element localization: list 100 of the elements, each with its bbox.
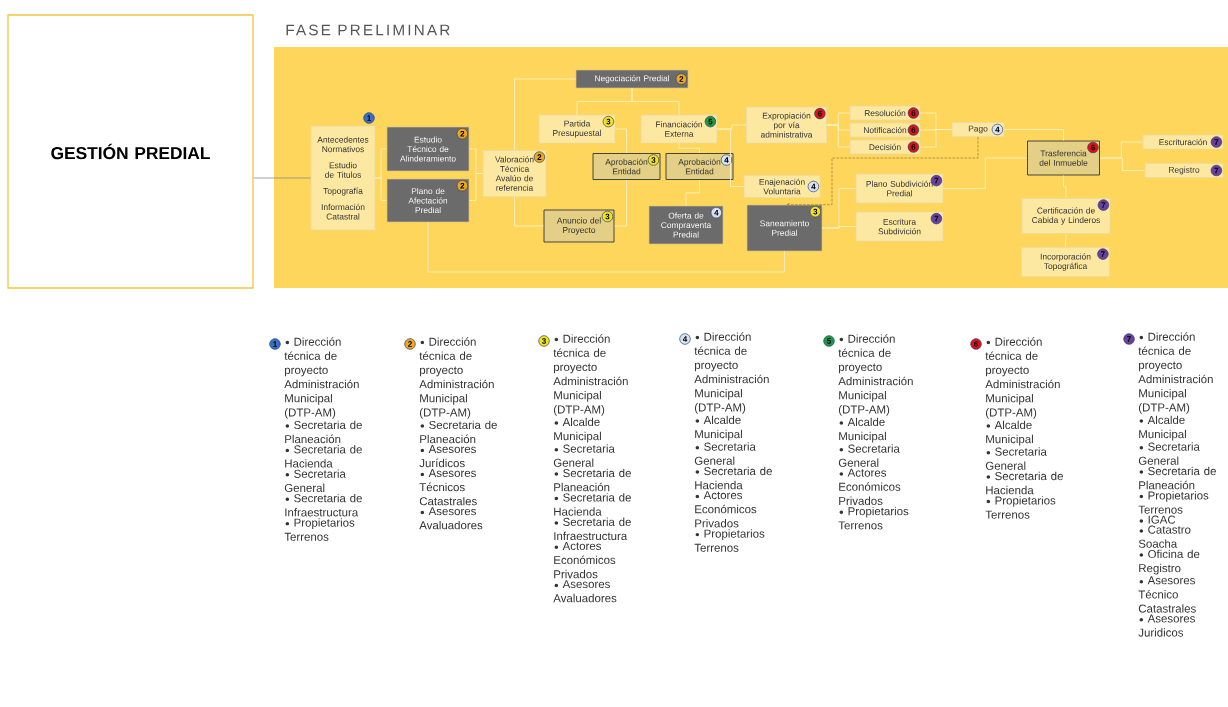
number-badge: 1 [269,338,281,350]
bullet-item: Secretaria General [985,447,1047,470]
bullet-item: Alcalde Municipal [695,415,742,441]
connector [514,78,577,151]
number-badge: 3 [809,206,821,218]
number-badge: 3 [602,115,615,128]
node-label: Antecedentes Normativos [317,136,369,153]
number-badge: 5 [704,115,717,128]
number-badge: 4 [807,180,820,193]
bullet-item: Propietarios Terrenos [985,496,1056,519]
bullet-item: Actores Económicos Privados [554,542,616,579]
bullet-item: Propietarios Terrenos [838,506,909,530]
bullet-item: Secretaria de Planeación [420,420,497,444]
connector [943,157,1028,189]
bullet-item: Asesores Avaluadores [419,507,483,530]
number-badge: 6 [970,338,982,350]
connector [826,124,850,148]
bullet-item: Secretaria General [284,469,346,492]
bullet-item: Dirección técnica de proyecto Administración Municipal (DTP-AM) [284,337,359,419]
bullet-item: Dirección técnica de proyecto Administración Municipal (DTP-AM) [1138,332,1213,414]
bullet-item: Propietarios Terrenos [284,518,355,541]
connector [468,173,483,201]
bullet-item: Secretaria de Hacienda [554,493,631,516]
bullet-item: Dirección técnica de proyecto Administración Municipal (DTP-AM) [694,332,769,414]
connector [1063,175,1067,199]
number-badge: 7 [930,212,943,225]
number-badge: 2 [456,128,468,140]
number-badge: 5 [823,335,835,347]
bullet-item: Dirección técnica de proyecto Administración Municipal (DTP-AM) [985,337,1060,419]
bullet-item: Alcalde Municipal [1139,415,1186,441]
connector [615,128,627,154]
number-badge: 4 [710,207,722,219]
number-badge: 6 [907,141,920,153]
bullet-item: Secretaria de Hacienda [695,466,772,490]
connector [1099,157,1145,171]
number-badge: 1 [363,112,375,124]
bullet-item: Secretaria General [838,444,900,467]
bullet-item: Secretaria de Hacienda [285,445,362,468]
connector [375,177,388,201]
number-badge: 7 [1097,248,1109,260]
number-badge: 7 [1210,164,1223,177]
bullet-item: Dirección técnica de proyecto Administración Municipal (DTP-AM) [553,334,628,416]
number-badge: 4 [720,154,733,166]
bullet-item: Alcalde Municipal [839,417,886,443]
bullet-item: Dirección técnica de proyecto Administración Municipal (DTP-AM) [838,334,913,416]
process-box: Antecedentes Normativos Estudio de Titulos Topografía Información Catastral [310,125,376,231]
bullet-item: Secretaria General [1138,442,1200,465]
connector [614,179,627,227]
bullet-item: Asesores Jurídicos [419,445,476,468]
bullet-item: Secretaria General [694,442,756,465]
bullet-item: Actores Económicos Privados [695,491,757,528]
bullet-item: Secretaria de Infraestructura [554,517,631,541]
number-badge: 6 [907,124,920,136]
connector [1065,233,1067,248]
bullet-item: Dirección técnica de proyecto Administración Municipal (DTP-AM) [419,337,494,419]
number-badge: 2 [533,151,546,163]
number-badge: 2 [456,180,468,192]
bullet-item: Secretaria de Hacienda [986,471,1063,495]
bullet-item: Secretaria de Planeación [285,420,362,444]
connector [821,226,856,229]
number-badge: 6 [907,107,920,119]
number-badge: 6 [1087,141,1099,154]
connector [717,128,744,187]
number-badge: 3 [601,210,614,223]
bullet-item: Asesores Técnico Catastrales [1138,576,1196,613]
number-badge: 7 [1210,136,1223,148]
bullet-item: Asesores Juridicos [1138,614,1195,637]
bullet-item: Secretaria de Planeación [554,468,631,492]
connector [920,129,952,148]
connector [685,179,700,207]
number-badge: 3 [538,335,550,347]
connector [631,87,680,115]
bullet-item: Actores Económicos Privados [839,468,901,505]
connector [427,221,785,273]
connector [514,196,544,227]
bullet-item: IGAC [1139,515,1176,524]
number-badge: 4 [679,333,691,345]
bullet-item: Oficina de Registro [1139,549,1200,575]
bullet-item: Alcalde Municipal [986,420,1033,446]
bullet-item: Asesores Técnicos Catastrales [419,469,477,506]
bullet-item: Secretaria de Planeación [1139,466,1216,490]
number-badge: 2 [404,338,416,350]
bullet-item: Alcalde Municipal [554,417,601,443]
connector [678,143,700,154]
bullet-item: Asesores Avaluadores [553,580,617,603]
connector [1004,129,1064,141]
number-badge: 4 [991,123,1004,136]
number-badge: 7 [1123,333,1135,345]
title-box: GESTIÓN PREDIAL [7,14,254,289]
number-badge: 2 [675,73,687,85]
number-badge: 7 [1097,199,1110,211]
section-title: FASE PRELIMINAR [286,24,450,36]
node-label: Topografía [323,187,363,196]
bullet-item: Catastro Soacha [1138,525,1191,548]
number-badge: 6 [814,107,826,120]
node-label: Información Catastral [321,203,365,220]
connector [786,136,979,207]
bullet-item: Secretaria de Infraestructura [285,493,362,517]
bullet-item: Propietarios Terrenos [694,529,765,552]
connector [253,177,311,179]
